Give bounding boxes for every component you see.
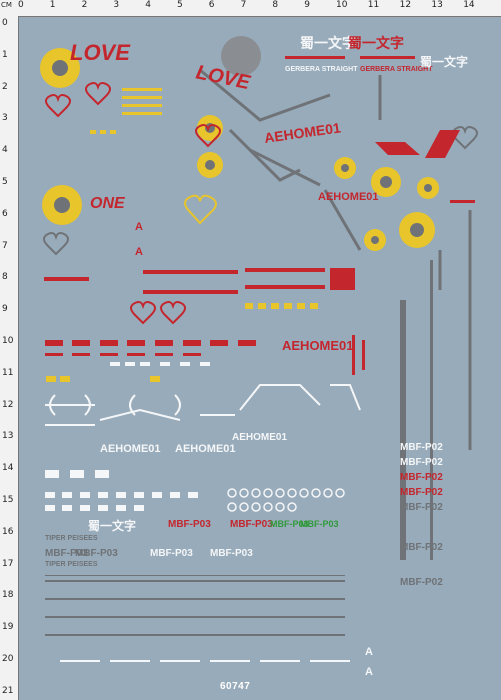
mbf-p03-text-gray-2: MBF-P03 [75,548,118,559]
white-ring-icon [227,488,345,512]
ruler-tick-v: 1 [2,49,8,60]
ruler-tick-v: 15 [2,495,14,505]
white-panel-lines [45,384,361,426]
one-logo-text: ONE [90,195,126,212]
ruler-tick-v: 8 [2,272,8,283]
ruler-tick-v: 16 [2,526,14,537]
ruler-top: CM [0,0,501,17]
mbf-p02-text-red: MBF-P02 [400,487,443,498]
ruler-tick-v: 6 [2,208,8,219]
mbf-p03-text-red: MBF-P03 [168,519,211,530]
ruler-tick-h: 14 [463,0,475,10]
kanji-decal-4: 蜀一文字 [88,518,136,533]
ruler-tick-h: 4 [145,0,151,10]
ruler-tick-v: 21 [2,685,14,696]
mbf-p02-text-2: MBF-P02 [400,457,443,468]
ruler-tick-v: 7 [2,240,8,251]
sheet-code: 60747 [220,681,251,692]
mbf-p03-text-white: MBF-P03 [150,548,193,559]
ruler-tick-h: 10 [336,0,348,10]
ruler-tick-h: 12 [399,0,412,10]
ruler-tick-v: 12 [2,399,14,410]
mbf-p03-text-green-2: MBF-P03 [300,519,339,529]
ruler-tick-h: 2 [81,0,88,10]
ruler-tick-h: 6 [208,0,215,10]
kanji-decal: 蜀一文字 [300,35,356,51]
ape-logo-4: A [365,666,373,678]
mbf-p02-text-gray: MBF-P02 [400,502,443,513]
mbf-p02-text-red-2: MBF-P02 [400,472,443,483]
ruler-tick-h: 3 [113,0,120,10]
ruler-tick-h: 8 [272,0,279,10]
gray-line-art [199,68,472,450]
ape-logo: A [135,221,143,233]
mbf-p03-text-green: MBF-P03 [270,519,309,529]
ape-logo-3: A [365,646,373,658]
mbf-p02-text-gray-2: MBF-P02 [400,542,443,553]
ruler-tick-v: 17 [2,558,14,569]
mbf-p02-text-gray-3: MBF-P02 [400,577,443,588]
gerbera-text-2: GERBERA STRAIGHT [360,66,433,73]
aerhome-text-red: AEHOME01 [263,119,342,146]
ruler-tick-v: 18 [2,590,14,601]
mbf-p03-text-gray: MBF-P03 [45,548,88,559]
gray-marking-rows [45,260,433,636]
ruler-tick-v: 20 [2,654,14,664]
ruler-tick-v: 5 [2,177,8,187]
love-logo-text: LOVE [70,40,131,65]
ruler-tick-h: 5 [177,0,183,10]
ruler-tick-h: 7 [240,0,247,10]
ruler-tick-h: 13 [431,0,443,10]
tiger-peisees-text: TIPER PEISEES [45,561,98,568]
ruler-tick-v: 10 [2,336,14,346]
ruler-tick-h: 11 [367,0,380,10]
white-chip [45,362,350,662]
ruler-tick-h: 9 [304,0,310,10]
kanji-decal-2: 蜀一文字 [348,35,404,51]
ruler-tick-v: 9 [2,304,8,315]
ruler-tick-v: 19 [2,622,14,633]
ruler-tick-v: 3 [2,113,8,124]
aerhome-text-white-2: AEHOME01 [175,443,236,455]
aerhome-text-red-3: AEHOME01 [282,338,354,353]
aerhome-text-white-3: AEHOME01 [232,432,287,443]
zeon-emblem-icon [40,36,439,251]
mbf-p03-text-red-2: MBF-P03 [230,519,273,530]
aerhome-text-white: AEHOME01 [100,443,161,455]
mbf-p03-text-white-2: MBF-P03 [210,548,253,559]
ruler-tick-v: 0 [2,18,8,28]
ruler-tick-v: 2 [2,81,8,92]
yellow-chip [46,88,318,382]
ruler-tick-v: 14 [2,463,14,474]
aerhome-text-red-2: AEHOME01 [318,191,379,203]
ruler-tick-v: 11 [2,367,14,378]
tiger-peisees-text-2: TIPER PEISEES [45,535,98,542]
ruler-unit: CM [1,1,12,9]
red-stripe [44,56,475,375]
ruler-tick-v: 4 [2,145,8,156]
ruler-left [0,16,19,700]
ruler-tick-v: 13 [2,431,14,442]
kanji-decal-3: 蜀一文字 [420,54,468,69]
ruler-tick-h: 0 [18,0,24,10]
ape-logo-2: A [135,246,143,258]
gerbera-text: GERBERA STRAIGHT [285,66,358,73]
mbf-p02-text: MBF-P02 [400,442,443,453]
ruler-tick-h: 1 [49,0,56,10]
